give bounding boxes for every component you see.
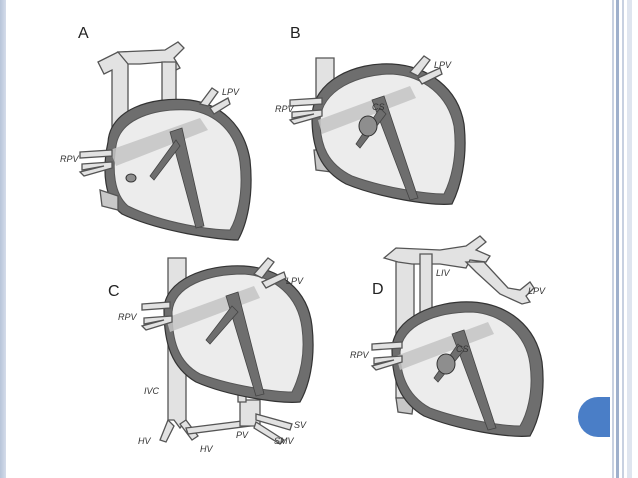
frame-line xyxy=(622,0,624,478)
panel-c-lpv xyxy=(252,257,287,289)
frame-line xyxy=(627,0,632,478)
panel-a-atrial-band xyxy=(110,118,208,166)
panel-c-hepatic-veins xyxy=(159,418,199,443)
slide-left-border xyxy=(0,0,6,478)
panel-c: C LPV RPV IVC HV HV PV SV SMV xyxy=(108,257,314,454)
panel-a-rpv-label: RPV xyxy=(60,154,80,164)
panel-a-ostium xyxy=(125,173,137,183)
panel-a: A LPV RPV xyxy=(60,25,252,241)
panel-a-lpv xyxy=(198,87,231,115)
panel-c-septum xyxy=(225,291,265,397)
panel-d-liv-label: LIV xyxy=(436,268,451,278)
panel-b: B LPV RPV CS xyxy=(275,25,466,205)
panel-d-lpv-label: LPV xyxy=(528,286,546,296)
panel-c-rpv xyxy=(140,301,173,331)
panel-b-rpv-label: RPV xyxy=(275,104,295,114)
panel-d-rpv xyxy=(370,341,403,371)
panel-c-label: C xyxy=(108,283,120,300)
panel-b-rpv xyxy=(288,97,323,125)
panel-d-atrial-band xyxy=(396,322,494,370)
panel-d: D LIV LPV RPV CS xyxy=(350,235,546,437)
panel-d-label: D xyxy=(372,281,384,298)
panel-a-septum-branch xyxy=(149,139,181,181)
panel-a-septum xyxy=(169,127,205,229)
panel-b-label: B xyxy=(290,25,301,42)
panel-c-hv-label-right: HV xyxy=(200,444,213,454)
panel-c-septum-branch xyxy=(205,305,239,345)
panel-d-rpv-label: RPV xyxy=(350,350,370,360)
venous-connection-diagram: A LPV RPV B LPV RPV CS C LPV xyxy=(60,25,546,454)
frame-line xyxy=(616,0,619,478)
panel-d-coronary-sinus xyxy=(436,353,456,375)
panel-b-coronary-sinus xyxy=(358,115,378,137)
panel-c-sv-label: SV xyxy=(294,420,307,430)
panel-a-lpv-label: LPV xyxy=(222,87,240,97)
panel-c-pv-label: PV xyxy=(236,430,249,440)
panel-b-atrial-band xyxy=(318,86,416,134)
panel-c-lpv-label: LPV xyxy=(286,276,304,286)
panel-c-sv-smv xyxy=(253,413,293,445)
panel-c-rpv-label: RPV xyxy=(118,312,138,322)
panel-c-hv-label-left: HV xyxy=(138,436,151,446)
panel-a-rpv xyxy=(78,149,113,177)
panel-a-ivc xyxy=(99,189,119,211)
panel-b-lpv xyxy=(408,55,443,85)
frame-line xyxy=(612,0,614,478)
panel-d-cs-label: CS xyxy=(456,344,469,354)
panel-b-lpv-label: LPV xyxy=(434,60,452,70)
panel-b-septum xyxy=(371,95,419,201)
panel-c-smv-label: SMV xyxy=(274,436,295,446)
panel-b-cs-label: CS xyxy=(372,102,385,112)
panel-c-ivc-label: IVC xyxy=(144,386,160,396)
panel-d-vertical-vein xyxy=(464,261,535,305)
slide-nav-dot[interactable] xyxy=(578,397,610,437)
panel-d-septum xyxy=(451,329,497,431)
panel-a-label: A xyxy=(78,25,89,42)
